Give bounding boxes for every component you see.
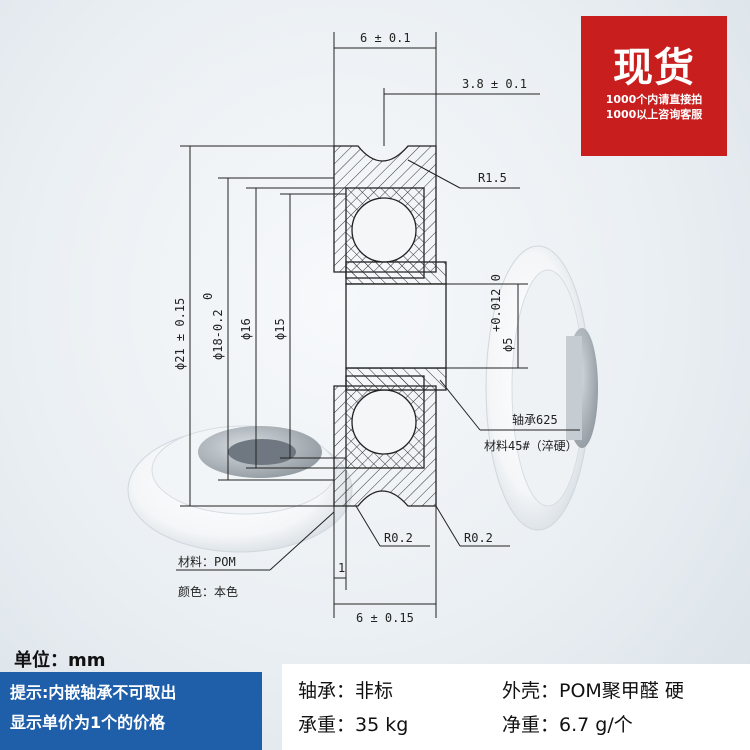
spec-panel: 轴承：非标 外壳：POM聚甲醛 硬 承重：35 kg 净重：6.7 g/个 bbox=[282, 664, 750, 750]
dim-step: 1 bbox=[338, 561, 345, 575]
in-stock-badge: 现货 1000个内请直接拍 1000以上咨询客服 bbox=[581, 16, 727, 156]
dim-width-top: 6 ± 0.1 bbox=[360, 31, 411, 45]
dimension-lines bbox=[176, 32, 580, 618]
dim-dia-15: ϕ15 bbox=[273, 318, 287, 340]
spec-shell: 外壳：POM聚甲醛 硬 bbox=[502, 680, 684, 702]
badge-line-1: 1000个内请直接拍 bbox=[605, 93, 703, 106]
spec-bearing: 轴承：非标 bbox=[298, 680, 394, 702]
radius-left: R0.2 bbox=[384, 531, 413, 545]
dim-width-bottom: 6 ± 0.15 bbox=[356, 611, 414, 625]
notice-line-2: 显示单价为1个的价格 bbox=[10, 713, 166, 732]
radius-right: R0.2 bbox=[464, 531, 493, 545]
notice-line-1: 提示:内嵌轴承不可取出 bbox=[10, 683, 177, 702]
dim-dia-16: ϕ16 bbox=[239, 318, 253, 340]
bearing-note: 轴承625 bbox=[512, 412, 558, 427]
notice-box: 提示:内嵌轴承不可取出 显示单价为1个的价格 bbox=[0, 672, 262, 750]
wheel-photo-left bbox=[127, 425, 353, 553]
bearing-material: 材料45#（淬硬） bbox=[484, 438, 578, 453]
wheel-color: 颜色：本色 bbox=[178, 584, 238, 599]
wheel-material: 材料：POM bbox=[178, 555, 236, 569]
spec-weight: 净重：6.7 g/个 bbox=[502, 714, 633, 736]
wheel-photo-right bbox=[485, 245, 598, 531]
dim-bore-tol: +0.012 0 bbox=[489, 274, 503, 332]
dim-groove-offset: 3.8 ± 0.1 bbox=[462, 77, 527, 91]
wheel-cross-section bbox=[333, 145, 447, 507]
badge-title: 现货 bbox=[613, 45, 695, 91]
badge-line-2: 1000以上咨询客服 bbox=[605, 108, 703, 121]
dim-groove-radius: R1.5 bbox=[478, 171, 507, 185]
spec-load: 承重：35 kg bbox=[298, 714, 409, 736]
unit-label: 单位：mm bbox=[14, 650, 106, 671]
dim-body-dia: ϕ18-0.2 bbox=[211, 309, 225, 360]
dim-body-dia-tol: 0 bbox=[201, 293, 215, 300]
dim-bore: ϕ5 bbox=[501, 338, 515, 352]
dim-outer-dia: ϕ21 ± 0.15 bbox=[173, 298, 187, 370]
